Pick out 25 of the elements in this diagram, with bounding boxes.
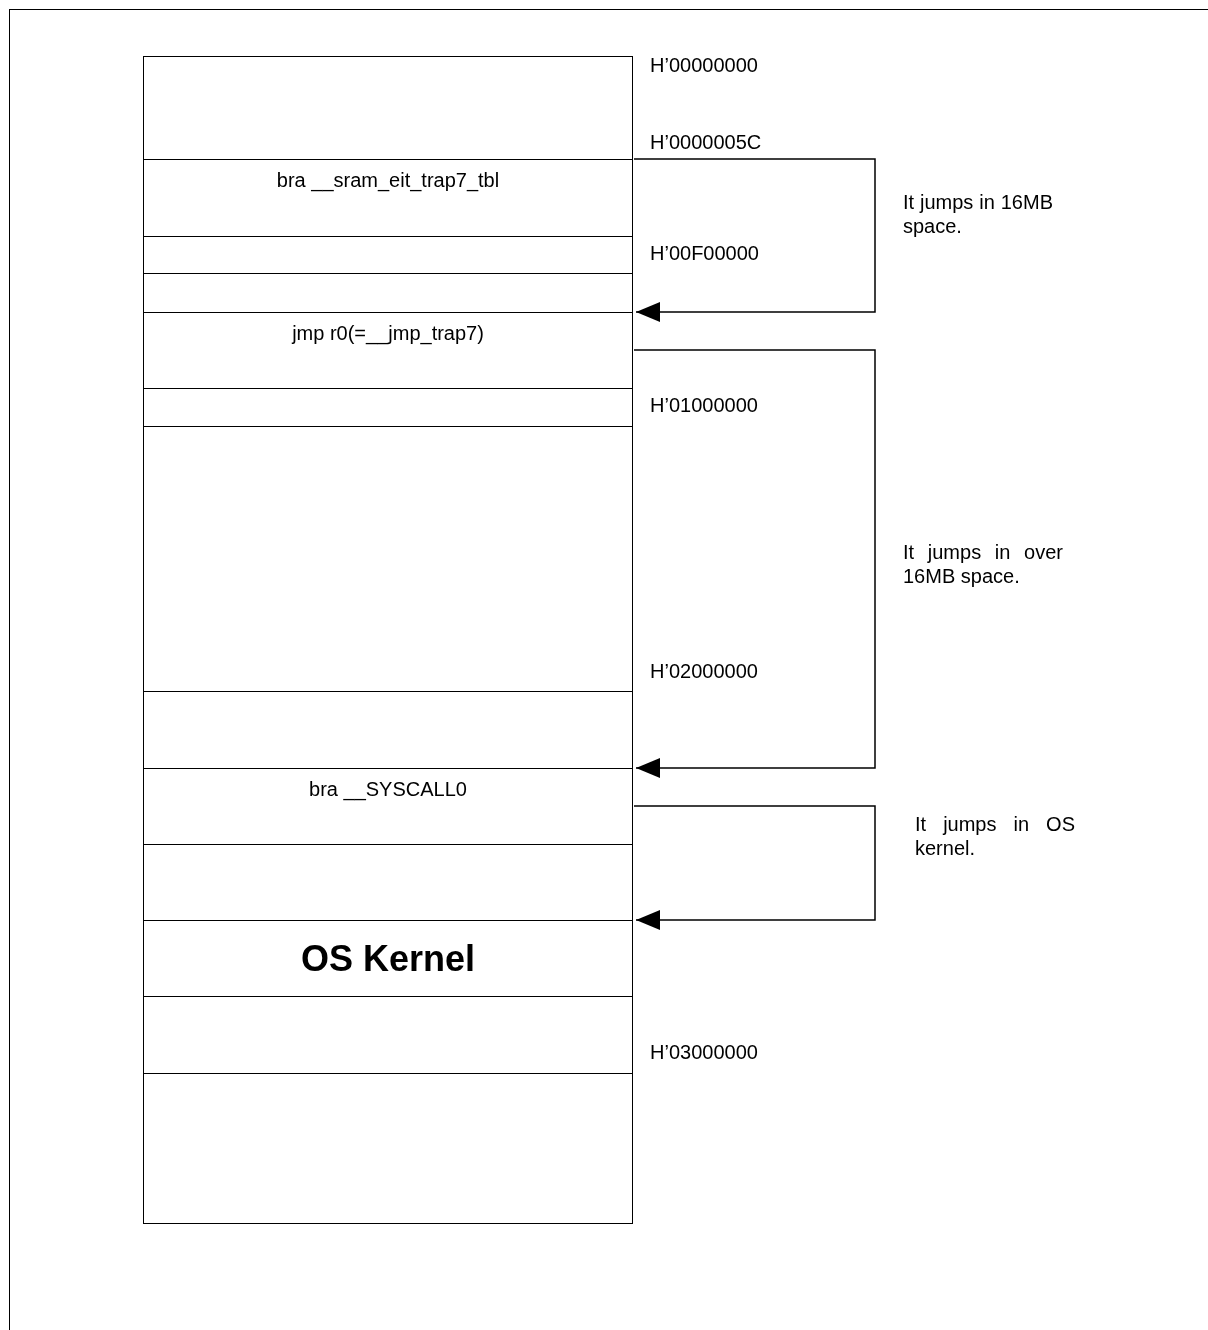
memory-block: bra __SYSCALL0 [143,768,633,846]
arrow [633,349,876,778]
memory-block [143,996,633,1075]
address-label: H’00F00000 [650,241,759,265]
memory-block [143,388,633,428]
memory-block [143,691,633,770]
address-label: H’00000000 [650,53,758,77]
memory-block [143,56,633,161]
edge-label: It jumps in OS kernel. [915,812,1075,860]
memory-block [143,273,633,314]
address-label: H’02000000 [650,659,758,683]
memory-block: jmp r0(=__jmp_trap7) [143,312,633,390]
edge-label: It jumps in 16MB space. [903,190,1053,238]
edge-label: It jumps in over 16MB space. [903,540,1063,588]
arrow [633,158,876,322]
arrow [633,805,876,930]
memory-block [143,426,633,693]
memory-block [143,844,633,922]
memory-block: OS Kernel [143,920,633,998]
memory-block [143,1073,633,1224]
memory-block [143,236,633,275]
memory-block: bra __sram_eit_trap7_tbl [143,159,633,238]
address-label: H’03000000 [650,1040,758,1064]
address-label: H’0000005C [650,130,762,154]
address-label: H’01000000 [650,393,758,417]
